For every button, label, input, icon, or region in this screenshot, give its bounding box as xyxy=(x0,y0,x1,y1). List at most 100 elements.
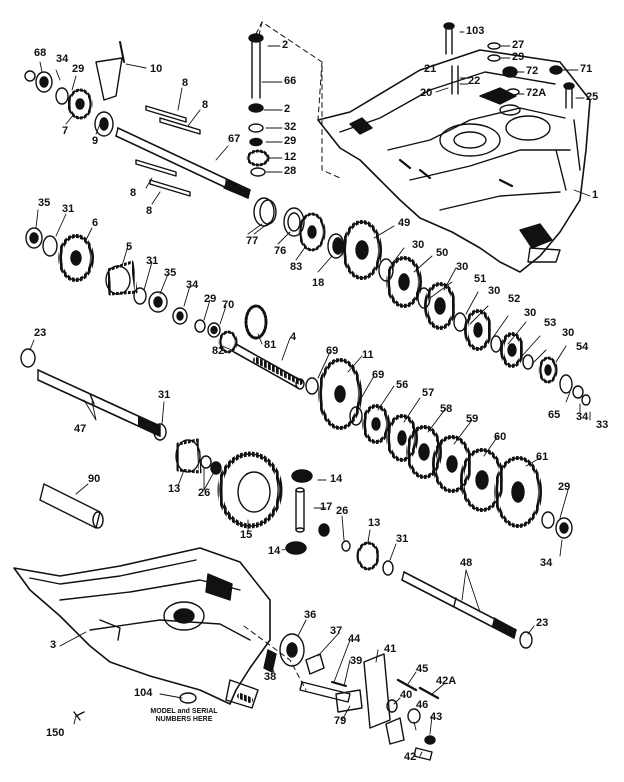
callout-59: 59 xyxy=(466,413,479,425)
callout-13: 13 xyxy=(368,517,381,529)
callout-5: 5 xyxy=(126,241,133,253)
callout-9: 9 xyxy=(92,135,99,147)
callout-8: 8 xyxy=(182,77,189,89)
callout-3: 3 xyxy=(50,639,57,651)
top-left-hardware xyxy=(24,70,93,120)
callout-57: 57 xyxy=(422,387,435,399)
callout-10: 10 xyxy=(150,63,163,75)
callout-27: 27 xyxy=(512,39,525,51)
callout-6: 6 xyxy=(92,217,99,229)
callout-7: 7 xyxy=(62,125,69,137)
callout-50: 50 xyxy=(436,247,449,259)
callout-8: 8 xyxy=(130,187,137,199)
shift-bracket-10 xyxy=(95,41,125,101)
callout-30: 30 xyxy=(562,327,575,339)
callout-21: 21 xyxy=(424,63,437,75)
callout-34: 34 xyxy=(186,279,199,291)
callout-2: 2 xyxy=(282,39,289,51)
callout-103: 103 xyxy=(466,25,485,37)
callout-22: 22 xyxy=(468,75,481,87)
callout-29: 29 xyxy=(558,481,571,493)
note-line-1: MODEL and SERIAL xyxy=(150,708,218,715)
note-line-2: NUMBERS HERE xyxy=(155,716,213,723)
callout-72a: 72A xyxy=(526,87,547,99)
callout-81: 81 xyxy=(264,339,277,351)
callout-25: 25 xyxy=(586,91,599,103)
callout-35: 35 xyxy=(38,197,51,209)
callout-31: 31 xyxy=(146,255,159,267)
callout-14: 14 xyxy=(330,473,343,485)
callout-67: 67 xyxy=(228,133,241,145)
phantom-lines-lower xyxy=(243,625,307,691)
callout-8: 8 xyxy=(146,205,153,217)
callout-35: 35 xyxy=(164,267,177,279)
leader-lines xyxy=(29,31,591,757)
callout-4: 4 xyxy=(290,331,297,343)
callout-76: 76 xyxy=(274,245,287,257)
callout-37: 37 xyxy=(330,625,343,637)
callout-104: 104 xyxy=(134,687,153,699)
callout-69: 69 xyxy=(372,369,385,381)
callout-79: 79 xyxy=(334,715,347,727)
callout-30: 30 xyxy=(524,307,537,319)
callout-40: 40 xyxy=(400,689,413,701)
callout-39: 39 xyxy=(350,655,363,667)
callout-30: 30 xyxy=(456,261,469,273)
callout-29: 29 xyxy=(284,135,297,147)
callout-14: 14 xyxy=(268,545,281,557)
shaft-48 xyxy=(401,571,533,649)
phantom-lines-upper xyxy=(255,21,341,179)
callout-38: 38 xyxy=(264,671,277,683)
callout-72: 72 xyxy=(526,65,539,77)
callout-82: 82 xyxy=(212,345,225,357)
model-serial-note: MODEL and SERIAL NUMBERS HERE xyxy=(134,708,234,724)
callout-43: 43 xyxy=(430,711,443,723)
callout-11: 11 xyxy=(362,349,374,361)
callout-47: 47 xyxy=(74,423,87,435)
cylinder-90 xyxy=(39,483,104,529)
callout-150: 150 xyxy=(46,727,65,739)
callout-18: 18 xyxy=(312,277,325,289)
callout-23: 23 xyxy=(34,327,47,339)
callout-17: 17 xyxy=(320,501,333,513)
callout-71: 71 xyxy=(580,63,593,75)
keys-8 xyxy=(135,105,201,197)
callout-46: 46 xyxy=(416,699,429,711)
callout-26: 26 xyxy=(198,487,211,499)
callout-2: 2 xyxy=(284,103,291,115)
callout-34: 34 xyxy=(56,53,69,65)
callout-65: 65 xyxy=(548,409,561,421)
callout-8: 8 xyxy=(202,99,209,111)
differential-gears xyxy=(175,438,283,529)
gear-row-2-left xyxy=(25,227,94,282)
callout-45: 45 xyxy=(416,663,429,675)
callout-77: 77 xyxy=(246,235,259,247)
callout-31: 31 xyxy=(396,533,409,545)
gear-stack-upper xyxy=(342,220,591,406)
callout-13: 13 xyxy=(168,483,181,495)
callout-69: 69 xyxy=(326,345,339,357)
callout-26: 26 xyxy=(336,505,349,517)
callout-1: 1 xyxy=(592,189,599,201)
callout-28: 28 xyxy=(284,165,297,177)
callout-53: 53 xyxy=(544,317,557,329)
callout-29: 29 xyxy=(512,51,525,63)
shaft-47 xyxy=(20,348,167,441)
callout-51: 51 xyxy=(474,273,487,285)
callout-33: 33 xyxy=(596,419,609,431)
callout-23: 23 xyxy=(536,617,549,629)
callout-44: 44 xyxy=(348,633,361,645)
washers-gears-center xyxy=(253,197,345,259)
callout-36: 36 xyxy=(304,609,317,621)
callout-34: 34 xyxy=(576,411,589,423)
callout-20: 20 xyxy=(420,87,433,99)
callout-58: 58 xyxy=(440,403,453,415)
callout-12: 12 xyxy=(284,151,297,163)
callout-41: 41 xyxy=(384,643,397,655)
callout-56: 56 xyxy=(396,379,409,391)
callout-90: 90 xyxy=(88,473,101,485)
callout-31: 31 xyxy=(62,203,75,215)
callout-52: 52 xyxy=(508,293,521,305)
